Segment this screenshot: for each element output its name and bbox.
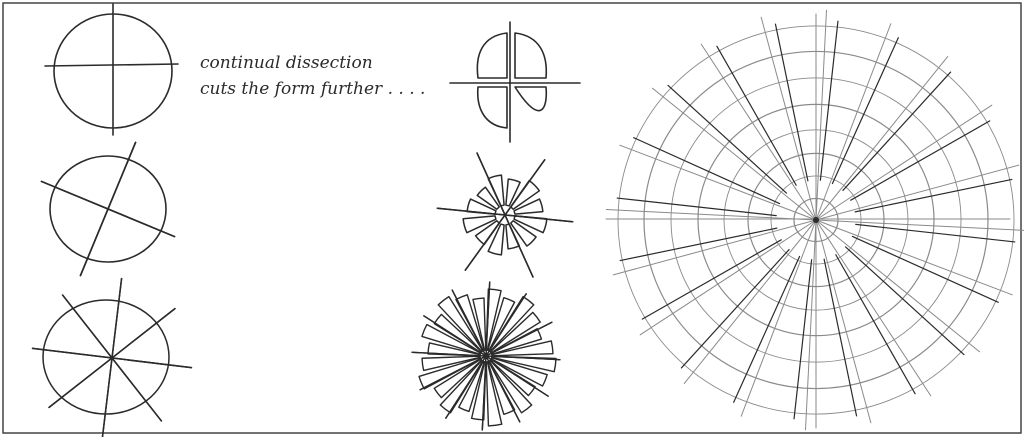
star-fragmented — [412, 282, 560, 430]
cut-line — [465, 160, 544, 270]
fold-stroke — [852, 236, 998, 302]
star-wedge — [476, 221, 500, 245]
star-wedge — [506, 179, 520, 206]
circle-sixteenths — [33, 279, 192, 437]
quarters-separated — [450, 22, 580, 142]
radial-line — [816, 220, 871, 423]
radial-line — [684, 220, 816, 384]
fold-stroke — [846, 247, 964, 355]
radial-perspective-study — [606, 10, 1024, 429]
radial-line — [761, 17, 816, 220]
frame-border — [3, 3, 1021, 433]
fold-stroke — [681, 250, 789, 368]
fold-stroke — [734, 256, 800, 402]
radial-line — [816, 220, 980, 352]
circle-eighths — [41, 142, 174, 275]
center-point — [813, 217, 819, 223]
radial-line — [652, 88, 816, 220]
star-wedge — [506, 224, 519, 249]
circle-quartered — [45, 4, 178, 135]
fold-stroke — [617, 198, 776, 216]
radial-line — [816, 56, 948, 220]
cut-line — [80, 142, 135, 275]
fold-stroke — [832, 38, 898, 184]
star-wedge — [477, 187, 499, 209]
fold-stroke — [668, 85, 786, 193]
radial-line — [606, 210, 816, 220]
note-line-2: cuts the form further . . . . — [200, 76, 430, 102]
radial-line — [806, 220, 816, 430]
star-wedge — [511, 221, 536, 246]
handwritten-note: continual dissection cuts the form furth… — [200, 50, 430, 102]
fold-stroke — [843, 72, 951, 190]
radial-line — [816, 10, 826, 220]
fold-stroke — [634, 138, 780, 204]
cut-line — [420, 322, 552, 390]
star-exploded — [437, 153, 572, 277]
star-wedge — [514, 199, 543, 214]
note-line-1: continual dissection — [200, 50, 430, 76]
fold-stroke — [856, 224, 1015, 242]
radial-line — [816, 220, 1024, 230]
